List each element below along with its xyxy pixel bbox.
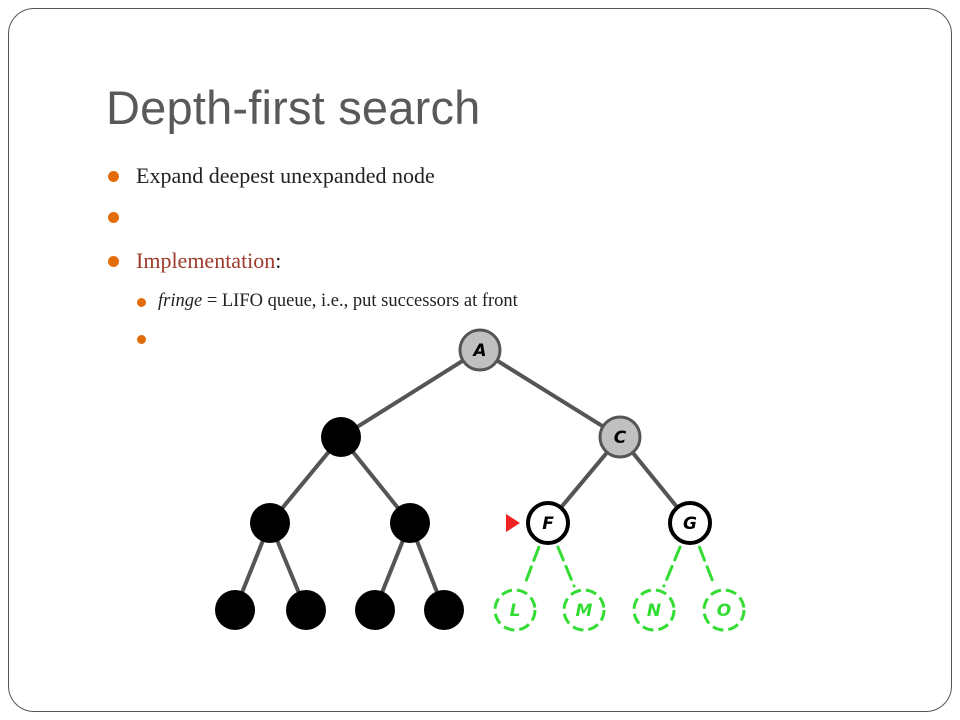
current-node-marker-icon [506,514,520,532]
tree-node-I [286,590,326,630]
tree-node-A: A [458,328,502,372]
tree-node-circle [562,588,606,632]
tree-node-circle [632,588,676,632]
bullet-text: Implementation [136,248,276,273]
tree-node-circle [215,590,255,630]
tree-node-circle [493,588,537,632]
bullet-suffix: : [275,248,282,273]
tree-node-C: C [598,415,642,459]
tree-node-J [355,590,395,630]
tree-node-label: O [717,601,731,621]
tree-node-B [321,417,361,457]
bullet-dot [137,298,146,307]
tree-node-circle [355,590,395,630]
tree-node-circle [526,501,570,545]
tree-node-H [215,590,255,630]
tree-node-K [424,590,464,630]
tree-node-label: M [576,601,593,621]
tree-edge-A-B [355,358,466,429]
slide-title: Depth-first search [106,81,481,134]
tree-node-O: O [702,588,746,632]
tree-edge-D-H [240,539,265,594]
tree-node-circle [321,417,361,457]
tree-edge-F-L [522,545,541,588]
tree-edge-D-I [275,539,301,594]
tree-node-circle [286,590,326,630]
tree-node-circle [390,503,430,543]
tree-node-label: G [683,514,697,534]
bullet-dot [108,171,119,182]
tree-node-E [390,503,430,543]
tree-edge-F-M [556,545,576,588]
tree-edge-E-J [380,539,405,594]
tree-node-circle [250,503,290,543]
bullet-dot [137,335,146,344]
tree-node-circle [458,328,502,372]
tree-node-D [250,503,290,543]
tree-node-label: N [647,601,661,621]
tree-edge-B-D [280,450,331,510]
tree-node-circle [598,415,642,459]
tree-node-circle [702,588,746,632]
tree-edge-G-N [662,545,682,588]
tree-edge-C-G [630,450,680,510]
bullet-fringe: fringe = LIFO queue, i.e., put successor… [137,291,518,312]
tree-node-M: M [562,588,606,632]
tree-node-G: G [668,501,712,545]
tree-node-N: N [632,588,676,632]
tree-node-circle [668,501,712,545]
tree-node-label: L [510,601,521,621]
tree-edge-E-K [415,539,439,594]
tree-node-L: L [493,588,537,632]
tree-node-label: C [614,428,627,448]
tree-node-circle [424,590,464,630]
bullet-expand-deepest: Expand deepest unexpanded node [108,163,435,189]
tree-node-label: F [542,514,554,534]
bullet-term: fringe [158,291,203,311]
tree-edge-G-O [697,545,717,588]
bullet-implementation: Implementation: [108,248,282,274]
tree-node-F: F [526,501,570,545]
bullet-dot [108,212,119,223]
bullet-text: Expand deepest unexpanded node [136,163,435,188]
tree-edge-C-F [558,450,610,510]
tree-edge-B-E [351,450,400,510]
bullet-dot [108,256,119,267]
tree-edge-A-C [494,358,606,429]
tree-node-label: A [471,341,486,361]
bullet-text: = LIFO queue, i.e., put successors at fr… [202,291,518,311]
